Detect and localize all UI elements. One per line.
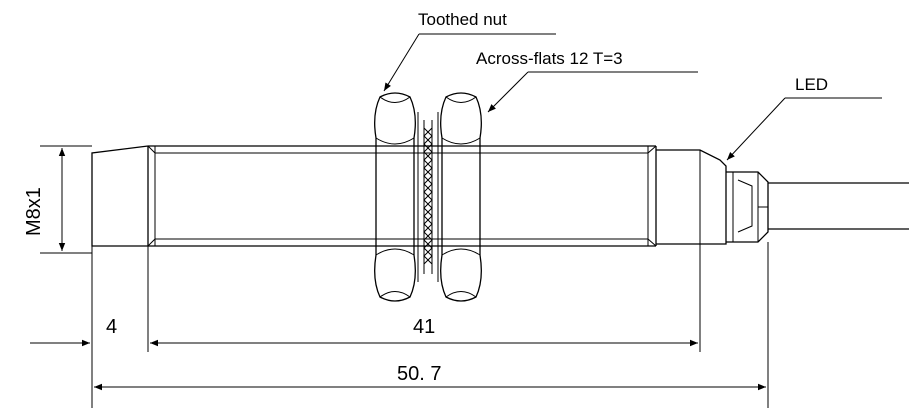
sensor-body	[91, 145, 769, 247]
front-length-dimension: 4	[30, 316, 117, 347]
led-label: LED	[795, 75, 828, 94]
right-nut	[440, 92, 482, 302]
extension-lines	[91, 242, 769, 408]
across-flats-label: Across-flats 12 T=3	[476, 49, 623, 68]
led-callout: LED	[726, 75, 882, 161]
total-length-label: 50. 7	[397, 363, 441, 385]
thread-dimension: M8x1	[23, 145, 92, 254]
thread-length-label: 41	[413, 316, 435, 338]
across-flats-callout: Across-flats 12 T=3	[476, 49, 698, 113]
toothed-nut-callout: Toothed nut	[383, 10, 556, 92]
toothed-washer	[417, 112, 439, 282]
front-length-label: 4	[106, 316, 117, 338]
toothed-nut-label: Toothed nut	[418, 10, 507, 29]
cable	[768, 182, 909, 230]
left-nut	[374, 92, 416, 302]
total-length-dimension: 50. 7	[94, 363, 766, 391]
thread-length-dimension: 41	[150, 316, 698, 347]
thread-dimension-label: M8x1	[23, 187, 45, 236]
